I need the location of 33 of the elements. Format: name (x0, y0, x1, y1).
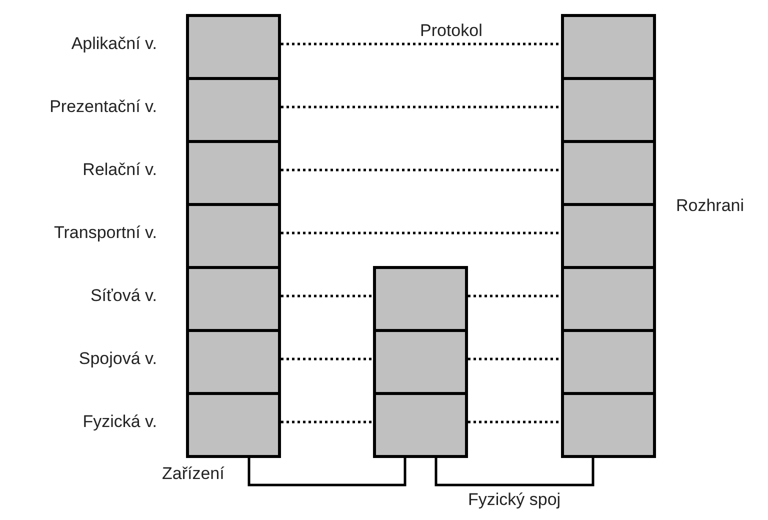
layer-box (561, 14, 656, 80)
dotted-line (468, 358, 561, 360)
layer-name: Prezentační v. (50, 97, 157, 117)
layer-box (373, 329, 468, 395)
dotted-line (281, 232, 561, 234)
layer-box (561, 329, 656, 395)
dotted-line (468, 294, 561, 298)
layer-box (561, 392, 656, 458)
dotted-line (281, 168, 561, 172)
layer-box (561, 266, 656, 332)
edge-label: Fyzický spoj (468, 490, 561, 510)
dotted-line (281, 106, 561, 108)
layer-box (373, 392, 468, 458)
dotted-line (468, 420, 561, 424)
edge-label: Protokol (420, 21, 482, 41)
layer-box (561, 203, 656, 269)
dotted-line (281, 294, 373, 298)
layer-name: Relační v. (82, 160, 157, 180)
caption-text: Rozhrani (676, 196, 744, 216)
dotted-line (281, 358, 373, 360)
layer-box (373, 266, 468, 332)
dotted-line (281, 420, 373, 424)
caption-text: Zařízení (162, 464, 224, 484)
layer-name: Spojová v. (78, 349, 157, 369)
dotted-line (281, 42, 561, 46)
layer-name: Síťová v. (90, 286, 157, 306)
layer-box (561, 77, 656, 143)
layer-box (561, 140, 656, 206)
layer-name: Aplikační v. (71, 34, 157, 54)
connector-line (434, 458, 594, 486)
layer-name: Fyzická v. (82, 412, 157, 432)
connector-line (248, 458, 406, 486)
layer-name: Transportní v. (54, 223, 157, 243)
